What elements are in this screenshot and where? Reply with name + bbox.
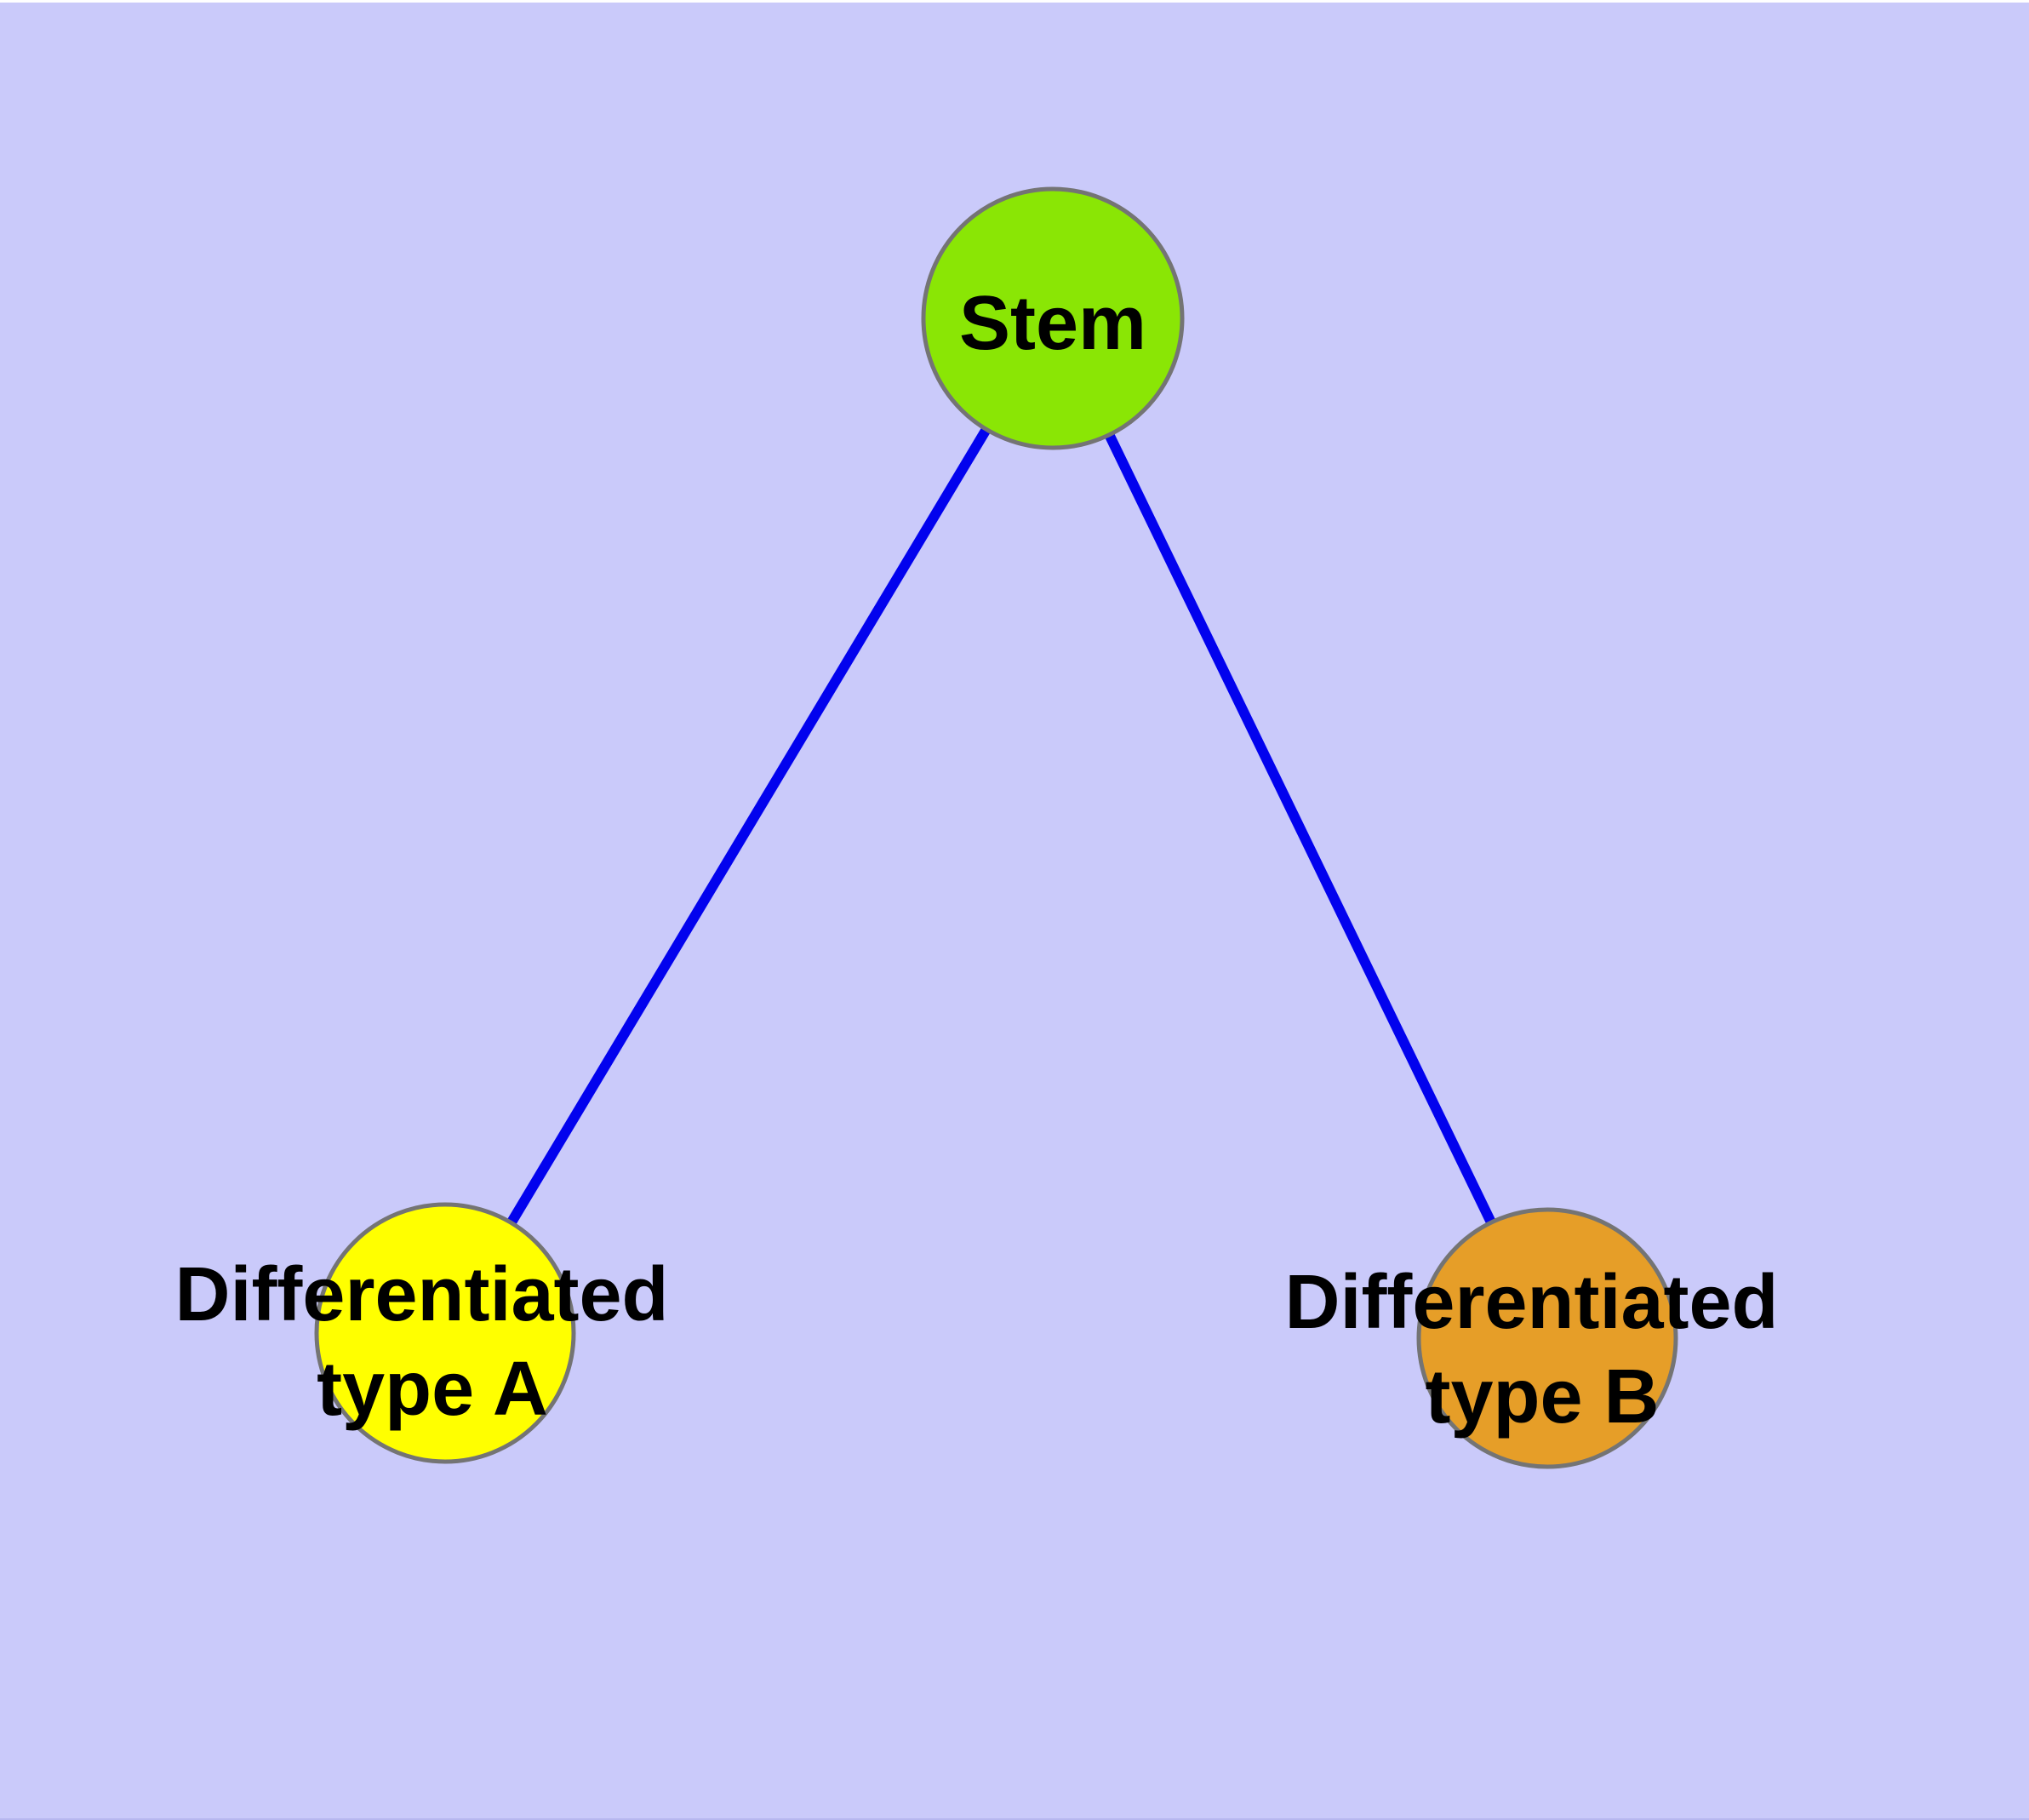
top-margin-strip bbox=[0, 0, 2029, 3]
node-typeA-circle bbox=[314, 1202, 576, 1464]
node-differentiated-type-a: Differentiated type A bbox=[174, 1202, 689, 1464]
node-typeA-label-line1: Differentiated bbox=[174, 1252, 668, 1337]
node-typeA-label: Differentiated type A bbox=[174, 1252, 689, 1432]
node-typeA-label-line2: type A bbox=[317, 1347, 548, 1432]
bottom-edge-line bbox=[0, 1818, 2029, 1820]
node-typeB-label: Differentiated type B bbox=[1284, 1260, 1799, 1439]
node-stem-circle bbox=[921, 186, 1185, 450]
edge-stem-to-typeB bbox=[1048, 316, 1552, 1341]
node-typeB-label-line2: type B bbox=[1425, 1354, 1659, 1439]
edge-stem-to-typeA bbox=[440, 315, 1058, 1336]
node-typeB-label-line1: Differentiated bbox=[1284, 1260, 1778, 1345]
node-stem: Stem bbox=[921, 186, 1185, 450]
node-typeB-circle bbox=[1416, 1207, 1678, 1469]
node-differentiated-type-b: Differentiated type B bbox=[1284, 1207, 1799, 1469]
node-stem-label: Stem bbox=[959, 281, 1146, 366]
